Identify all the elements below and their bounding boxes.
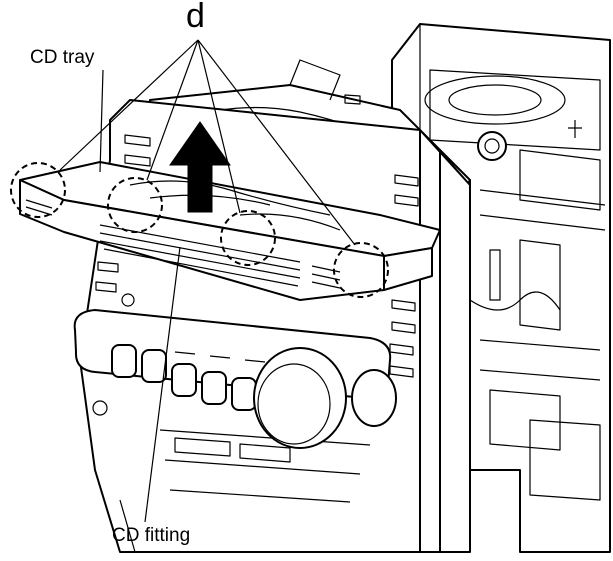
fitting-marker-right [333,242,389,298]
cd-tray [19,161,441,301]
fitting-marker-center-left [107,177,163,233]
control-buttons [73,309,397,449]
leader-lines [59,39,356,523]
cd-fitting-label: CD fitting [112,525,191,546]
callout-letter-d: d [186,0,205,35]
up-arrow-icon [169,121,231,213]
fitting-marker-left [10,162,66,218]
fitting-markers [10,162,389,298]
fitting-marker-center-right [220,210,276,266]
cd-tray-label: CD tray [30,47,95,68]
